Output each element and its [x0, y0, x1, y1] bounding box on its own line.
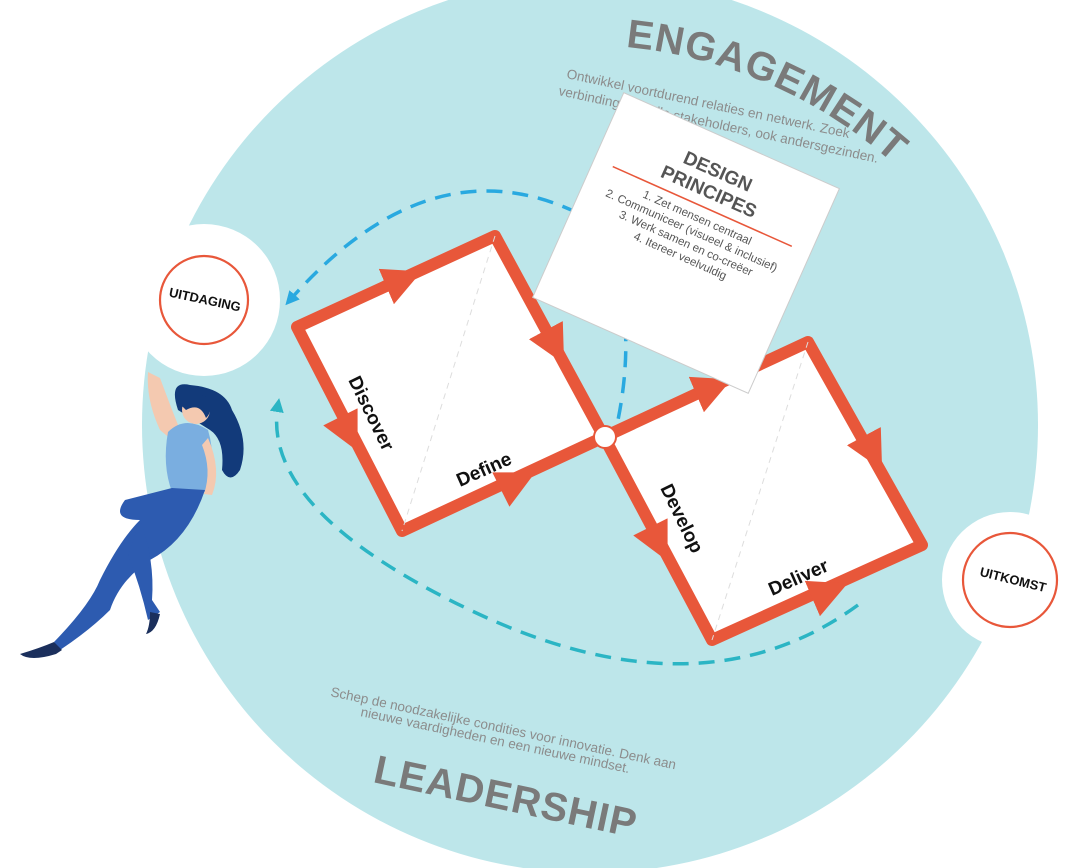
- diamond-discover-define: [291, 230, 610, 537]
- node-uitkomst: UITKOMST: [942, 512, 1078, 648]
- dashed-loop-top: [285, 189, 601, 306]
- woman-floating-illustration: [20, 372, 244, 658]
- dashed-loop-bottom: [269, 398, 860, 666]
- node-uitdaging: UITDAGING: [128, 224, 280, 376]
- principles-divider: [612, 165, 793, 248]
- uitdaging-ring: [158, 254, 250, 346]
- uitkomst-ring: [961, 531, 1059, 629]
- design-principles-card: DESIGN PRINCIPES 1. Zet mensen centraal …: [531, 92, 841, 394]
- junction-dot: [593, 425, 617, 449]
